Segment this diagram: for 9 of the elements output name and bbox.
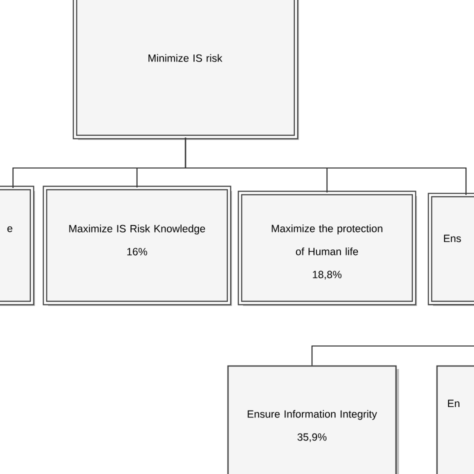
process-box: Maximize the protection of Human life 18,8%	[238, 190, 417, 306]
process-box: Minimize IS risk	[72, 0, 299, 140]
process-box: Maximize IS Risk Knowledge 16%	[42, 186, 232, 306]
connector-line	[184, 138, 467, 195]
process-box: Ensure Information Integrity 35,9%	[227, 365, 399, 474]
process-box: En	[436, 365, 474, 474]
connector-line	[311, 345, 474, 366]
process-box: Ens	[428, 192, 474, 306]
process-box: e	[0, 186, 35, 306]
